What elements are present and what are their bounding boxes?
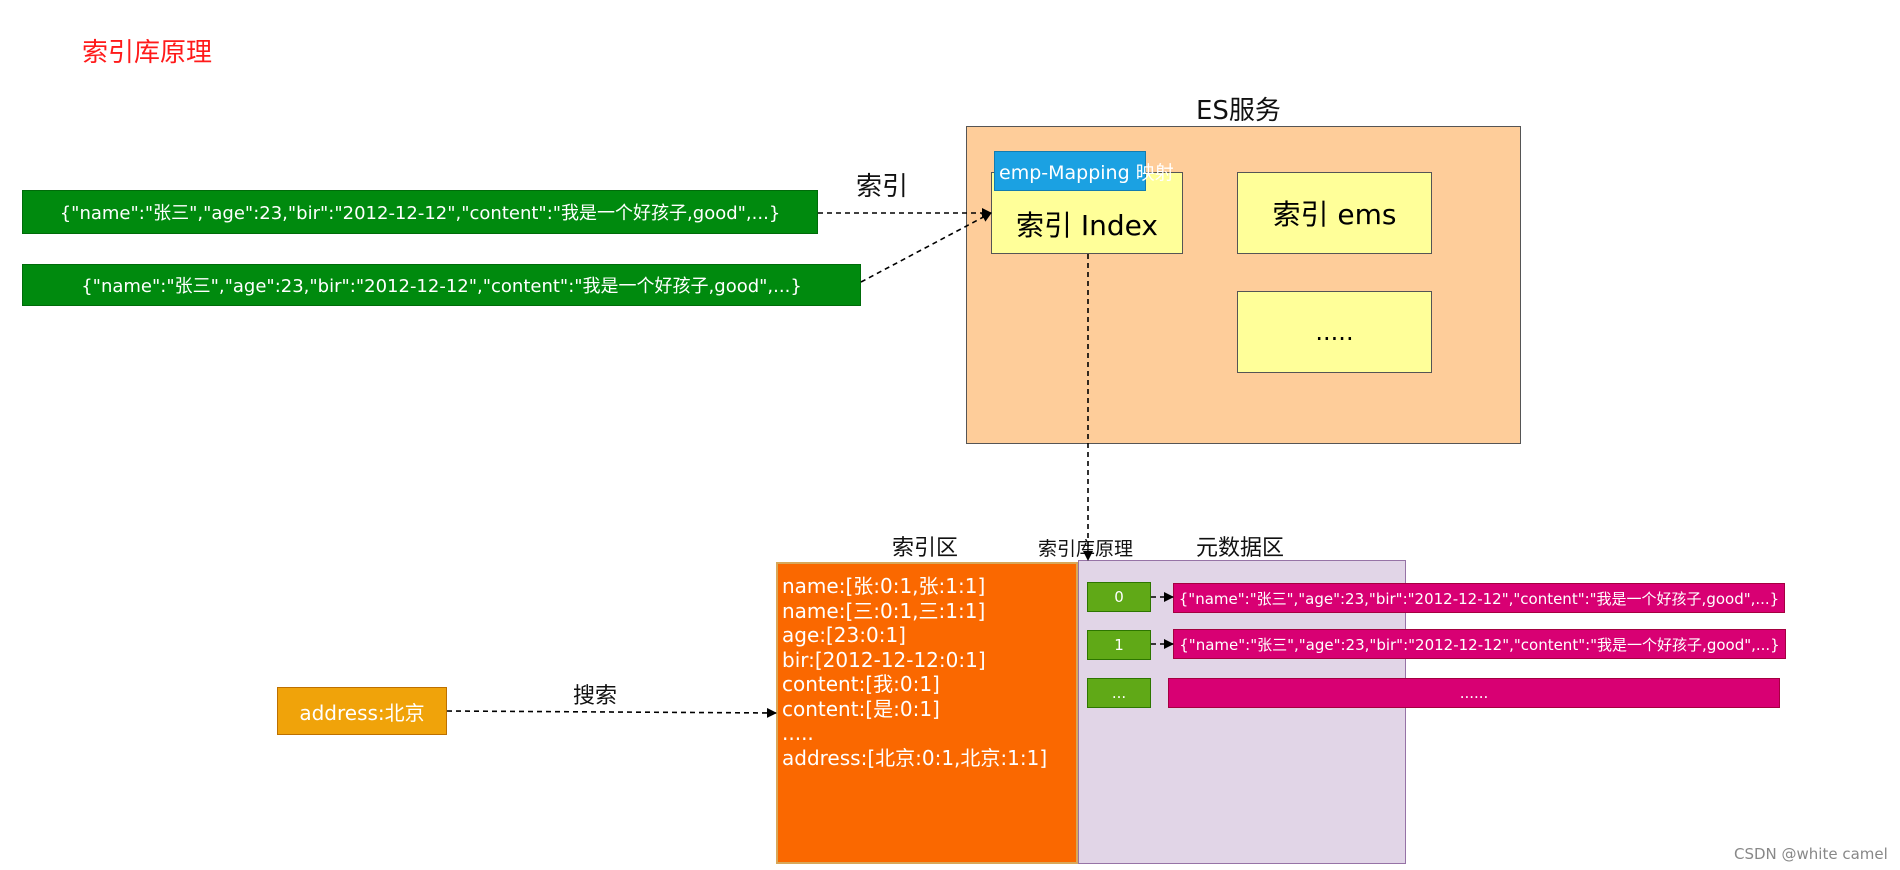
meta-area-label: 元数据区 xyxy=(1196,536,1285,561)
arrow-doc2-to-index xyxy=(860,212,992,283)
index-area: name:[张:0:1,张:1:1] name:[三:0:1,三:1:1] ag… xyxy=(776,562,1078,864)
arrow-search-to-index-area xyxy=(446,707,777,718)
index-box-more: ..... xyxy=(1237,291,1432,373)
source-document-2: {"name":"张三","age":23,"bir":"2012-12-12"… xyxy=(22,264,861,306)
index-entry: age:[23:0:1] xyxy=(782,623,906,647)
source-document-1: {"name":"张三","age":23,"bir":"2012-12-12"… xyxy=(22,190,818,234)
index-arrow-label: 索引 xyxy=(856,172,909,202)
index-entry: address:[北京:0:1,北京:1:1] xyxy=(782,745,1048,770)
meta-doc-0: {"name":"张三","age":23,"bir":"2012-12-12"… xyxy=(1173,583,1785,613)
index-box-ems: 索引 ems xyxy=(1237,172,1432,254)
meta-doc-1: {"name":"张三","age":23,"bir":"2012-12-12"… xyxy=(1173,629,1786,659)
doc-id-1: 1 xyxy=(1087,630,1151,660)
mapping-tag: emp-Mapping 映射 xyxy=(994,151,1174,191)
index-entry: name:[三:0:1,三:1:1] xyxy=(782,598,986,623)
index-entry: bir:[2012-12-12:0:1] xyxy=(782,647,986,672)
page-title: 索引库原理 xyxy=(82,38,213,68)
index-entry: content:[我:0:1] xyxy=(782,672,940,696)
index-lib-label: 索引库原理 xyxy=(1038,538,1134,560)
meta-doc-more: ...... xyxy=(1168,678,1780,708)
doc-id-0: 0 xyxy=(1087,582,1151,612)
index-entry: name:[张:0:1,张:1:1] xyxy=(782,574,986,598)
es-service-label: ES服务 xyxy=(1196,96,1281,126)
index-entry: ..... xyxy=(782,721,814,745)
doc-id-more: ... xyxy=(1087,678,1151,708)
index-area-label: 索引区 xyxy=(892,536,959,561)
search-arrow-label: 搜索 xyxy=(573,684,618,709)
index-entry: content:[是:0:1] xyxy=(782,696,940,721)
watermark: CSDN @white camel xyxy=(1734,845,1888,863)
search-query-box: address:北京 xyxy=(277,687,447,735)
